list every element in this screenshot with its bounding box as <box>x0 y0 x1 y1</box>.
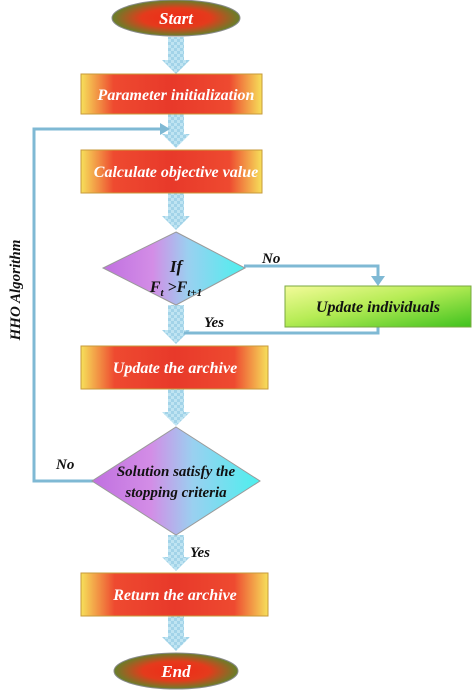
param-init-node: Parameter initialization <box>80 73 263 115</box>
edge-label-no-fitness: No <box>261 251 280 267</box>
edge-label-yes-stopping: Yes <box>190 545 210 561</box>
connector-loop-back <box>32 123 170 483</box>
connector-calc-to-decision <box>162 193 190 230</box>
connector-no-to-update-individuals <box>244 264 385 286</box>
start-node: Start <box>111 0 241 37</box>
return-archive-node: Return the archive <box>80 572 269 617</box>
update-archive-node: Update the archive <box>80 345 269 390</box>
end-label: End <box>160 662 191 681</box>
param-init-label: Parameter initialization <box>97 87 255 104</box>
connector-start-to-param <box>162 37 190 74</box>
connector-archive-to-solution <box>162 389 190 426</box>
solution-label-line2: stopping criteria <box>124 485 227 501</box>
hho-algorithm-label: HHO Algorithm <box>8 240 24 342</box>
update-individuals-node: Update individuals <box>284 285 472 328</box>
return-archive-label: Return the archive <box>112 587 237 604</box>
connector-return-to-end <box>162 616 190 651</box>
decision-if-label: If <box>169 257 185 276</box>
calc-objective-node: Calculate objective value <box>80 149 263 194</box>
edge-label-yes-fitness: Yes <box>204 315 224 331</box>
connector-solution-to-return <box>162 535 190 571</box>
update-individuals-label: Update individuals <box>316 299 440 316</box>
connector-param-to-calc <box>162 113 190 148</box>
decision-condition: Ft >Ft+1 <box>149 279 202 299</box>
connector-update-individuals-return <box>184 326 380 335</box>
decision-fitness-node: If Ft >Ft+1 <box>101 231 247 306</box>
connector-decision-to-archive <box>162 305 190 344</box>
decision-stopping-node: Solution satisfy the stopping criteria <box>91 426 261 536</box>
calc-objective-label: Calculate objective value <box>94 164 258 181</box>
solution-label-line1: Solution satisfy the <box>117 464 236 480</box>
start-label: Start <box>159 9 194 28</box>
edge-label-no-stopping: No <box>55 457 74 473</box>
end-node: End <box>113 652 239 690</box>
update-archive-label: Update the archive <box>113 360 237 377</box>
